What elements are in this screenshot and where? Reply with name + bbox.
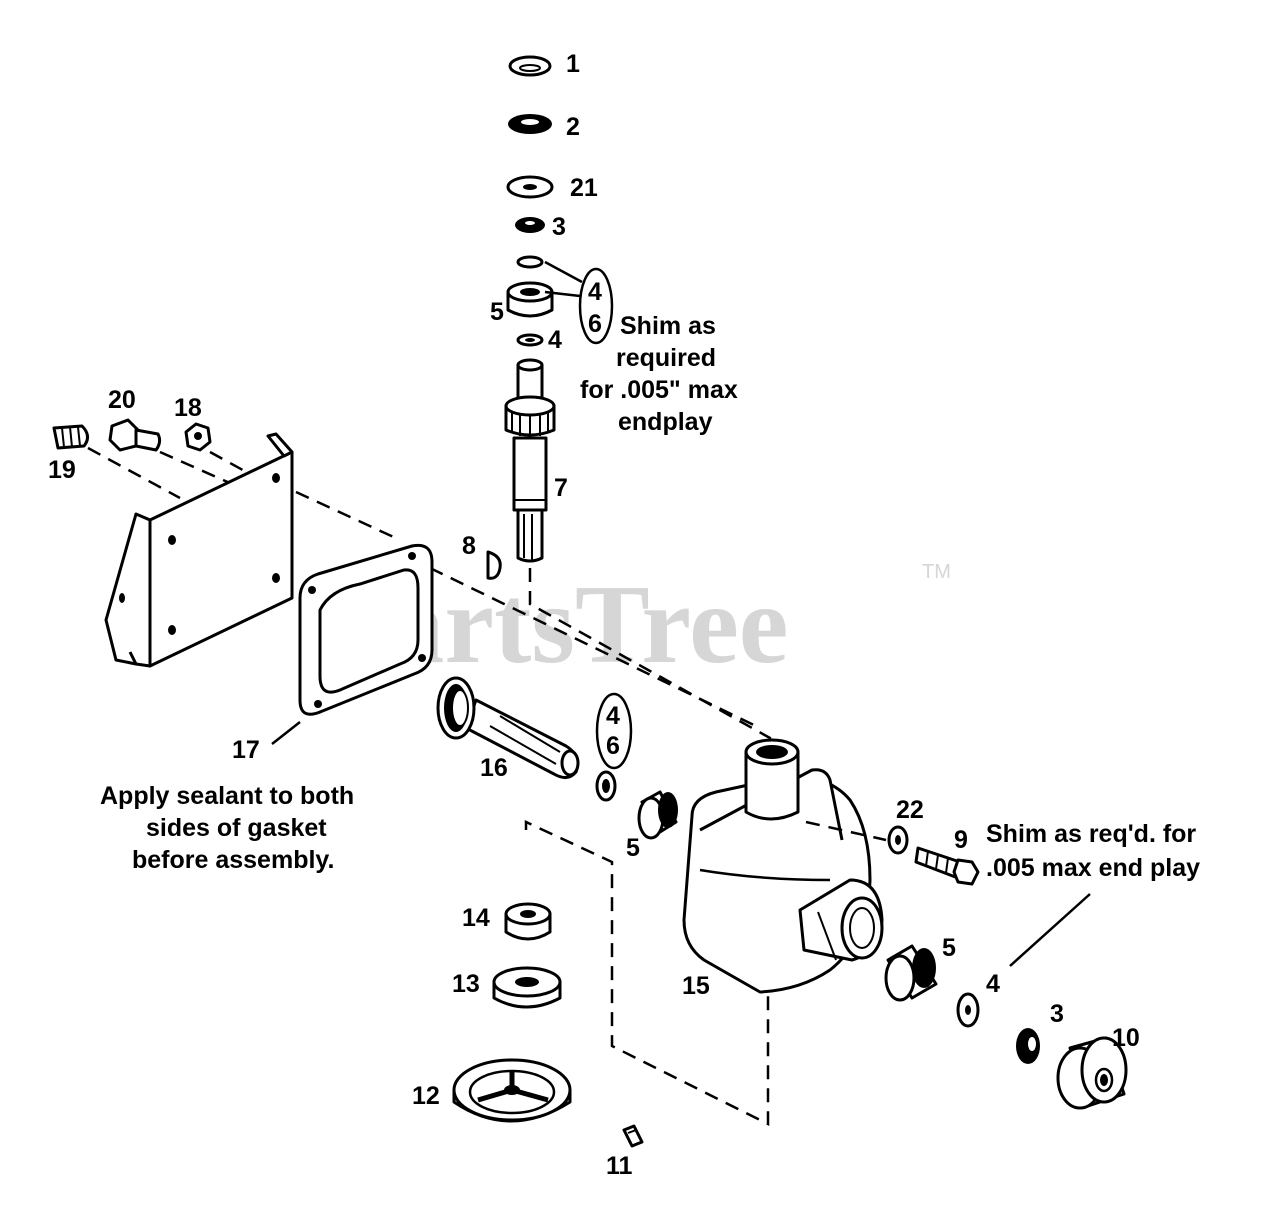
shim-group-ring-mid [595, 692, 633, 770]
note-shim-top-line-3: for .005" max [580, 376, 738, 404]
note-sealant: Apply sealant to both sides of gasket be… [100, 782, 354, 874]
callout-5-right: 5 [942, 934, 956, 962]
callout-9: 9 [954, 826, 968, 854]
callout-5-upper: 5 [490, 298, 504, 326]
part-11-set-screw[interactable] [622, 1124, 644, 1148]
note-shim-right-line-1: Shim as req'd. for [986, 820, 1196, 848]
leader-shim-top [544, 260, 583, 284]
part-4-shim-upper[interactable] [516, 255, 544, 269]
note-shim-top-line-1: Shim as [620, 312, 716, 340]
note-shim-right-line-2: .005 max end play [986, 854, 1200, 882]
watermark-trademark: TM [922, 561, 951, 583]
leader-17 [271, 721, 301, 745]
note-shim-top: Shim as required for .005" max endplay [580, 312, 738, 436]
part-5-bearing-right[interactable] [884, 944, 938, 1002]
callout-6-ring-mid: 6 [606, 732, 620, 760]
callout-18: 18 [174, 394, 202, 422]
callout-4-ring-mid: 4 [606, 702, 620, 730]
part-4-shim-right[interactable] [956, 992, 980, 1028]
part-21-washer[interactable] [506, 175, 554, 199]
callout-10: 10 [1112, 1024, 1140, 1052]
leader-shim-top-2 [544, 290, 581, 298]
callout-15: 15 [682, 972, 710, 1000]
note-sealant-line-3: before assembly. [132, 846, 334, 874]
callout-22: 22 [896, 796, 924, 824]
part-4-shim-mid[interactable] [516, 333, 544, 347]
callout-6-ring-top: 6 [588, 310, 602, 338]
part-8-key[interactable] [486, 550, 502, 580]
part-13-hub[interactable] [492, 966, 562, 1009]
note-shim-top-line-2: required [616, 344, 716, 372]
assembly-line-19 [87, 446, 181, 500]
callout-20: 20 [108, 386, 136, 414]
callout-4-ring-top: 4 [588, 278, 602, 306]
callout-21: 21 [570, 174, 598, 202]
part-15-gear-housing[interactable] [682, 738, 884, 994]
part-5-bearing-upper[interactable] [506, 281, 554, 318]
assembly-line-gasket [429, 566, 761, 730]
assembly-line-pulley [524, 820, 770, 1127]
part-2-nut[interactable] [508, 114, 552, 134]
callout-3-lower: 3 [1050, 1000, 1064, 1028]
callout-17: 17 [232, 736, 260, 764]
assembly-line-20 [159, 450, 233, 486]
part-4-6-shim-mid[interactable] [595, 770, 617, 802]
assembly-line-18 [209, 450, 251, 476]
callout-13: 13 [452, 970, 480, 998]
part-10-spacer[interactable] [1056, 1036, 1128, 1110]
assembly-line-22 [805, 820, 887, 842]
assembly-line-plate [295, 490, 401, 542]
callout-1: 1 [566, 50, 580, 78]
callout-12: 12 [412, 1082, 440, 1110]
part-20-bolt[interactable] [108, 418, 162, 452]
callout-2: 2 [566, 113, 580, 141]
leader-shim-right [1009, 893, 1091, 967]
part-22-washer[interactable] [887, 825, 909, 855]
part-19-plug[interactable] [52, 424, 89, 450]
note-sealant-line-1: Apply sealant to both [100, 782, 354, 810]
part-7-vertical-shaft[interactable] [504, 358, 556, 563]
part-18-nut[interactable] [184, 422, 212, 452]
part-12-pulley[interactable] [452, 1058, 572, 1123]
shim-group-ring-top [578, 267, 614, 345]
part-9-bolt[interactable] [914, 846, 980, 886]
callout-4-right: 4 [986, 970, 1000, 998]
part-3-nut-upper[interactable] [515, 217, 545, 233]
callout-7: 7 [554, 474, 568, 502]
part-5-bearing-mid[interactable] [637, 790, 678, 840]
callout-16: 16 [480, 754, 508, 782]
callout-14: 14 [462, 904, 490, 932]
callout-4-mid: 4 [548, 326, 562, 354]
part-1-washer[interactable] [508, 55, 552, 77]
callout-11: 11 [606, 1152, 633, 1180]
callout-8: 8 [462, 532, 476, 560]
part-14-spacer[interactable] [504, 902, 552, 941]
part-17-gasket[interactable] [298, 543, 434, 716]
callout-19: 19 [48, 456, 76, 484]
note-shim-top-line-4: endplay [618, 408, 713, 436]
part-3-nut-lower[interactable] [1016, 1028, 1040, 1064]
mounting-plate[interactable] [104, 432, 294, 668]
part-16-pinion-shaft[interactable] [436, 676, 580, 779]
callout-3-upper: 3 [552, 213, 566, 241]
note-shim-right: Shim as req'd. for .005 max end play [986, 820, 1200, 882]
callout-5-mid: 5 [626, 834, 640, 862]
note-sealant-line-2: sides of gasket [146, 814, 327, 842]
